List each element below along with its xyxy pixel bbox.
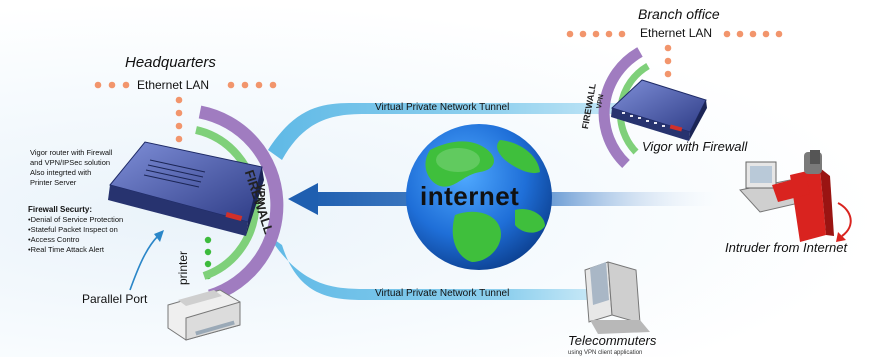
hq-security-item: Denial of Service Protection <box>30 215 124 224</box>
branch-router-caption: Vigor with Firewall <box>642 139 748 154</box>
internet-label: internet <box>420 181 520 211</box>
branch-title: Branch office <box>638 6 720 22</box>
hq-security-item: Stateful Packet Inspect on <box>30 225 118 234</box>
hq-desc-line: Printer Server <box>30 178 77 187</box>
intruder-figure <box>739 150 852 242</box>
hq-security-item: Access Contro <box>30 235 80 244</box>
branch-firewall-arc <box>598 47 643 168</box>
parallel-port-pointer <box>129 235 159 291</box>
printer-device <box>167 289 241 341</box>
printer-label: printer <box>176 250 190 285</box>
hq-router-description: Vigor router with Firewall and VPN/IPSec… <box>30 148 140 188</box>
telecommuters-title: Telecommuters <box>568 333 657 348</box>
hq-desc-line: and VPN/IPSec solution <box>30 158 111 167</box>
hq-title: Headquarters <box>125 54 216 71</box>
telecommuter-pc <box>584 261 650 334</box>
vpn-tunnel-top-label: Virtual Private Network Tunnel <box>375 102 510 113</box>
hq-lan-dots <box>94 81 277 143</box>
telecommuters-subtitle: using VPN client application <box>568 350 643 356</box>
branch-vigor-router <box>611 79 707 141</box>
vpn-tunnel-bottom <box>268 235 612 300</box>
vpn-tunnel-bottom-label: Virtual Private Network Tunnel <box>375 288 510 299</box>
hq-firewall-arc <box>198 105 284 303</box>
parallel-port-pointer-head <box>154 230 164 242</box>
hq-desc-line: Vigor router with Firewall <box>30 148 113 157</box>
vpn-tunnel-top <box>268 102 632 160</box>
hq-desc-line: Also integrted with <box>30 168 92 177</box>
hq-vigor-router <box>108 141 264 236</box>
hq-lan-label: Ethernet LAN <box>137 78 210 92</box>
attack-arrow-head <box>288 183 318 215</box>
parallel-port-label: Parallel Port <box>82 292 148 306</box>
hq-security-item: Real Time Attack Alert <box>30 245 105 254</box>
hq-security-list: Firewall Securty: •Denial of Service Pro… <box>28 205 124 254</box>
branch-lan-label: Ethernet LAN <box>640 26 713 40</box>
intruder-label: Intruder from Internet <box>725 240 848 255</box>
hq-vpn-label: VPN <box>255 184 266 205</box>
internet-globe <box>406 124 552 270</box>
hq-security-title: Firewall Securty: <box>28 205 93 214</box>
branch-lan-dots <box>566 30 783 78</box>
